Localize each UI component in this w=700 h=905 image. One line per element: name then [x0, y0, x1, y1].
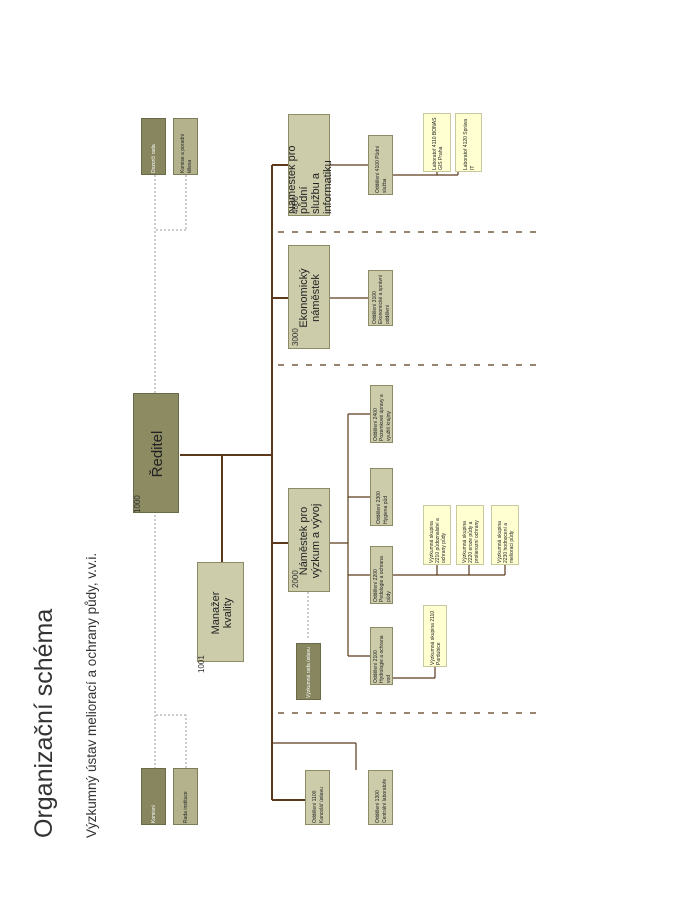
label-quality-1: Manažer	[209, 591, 222, 635]
label-kontrolni: Komisní	[151, 804, 158, 823]
box-director: Ředitel	[133, 393, 179, 513]
box-unit-2210: Výzkumná skupina 2210 půdoznalství a och…	[423, 505, 451, 565]
box-unit-4110: Laboratoř 4110 BONAS GIS Praha	[423, 113, 451, 172]
label-unit-2220: Výzkumná skupina 2220 eroze půdy a proti…	[461, 520, 481, 563]
number-deputy-3000: 3000	[291, 328, 300, 346]
label-dept-2100: Oddělení 2100 Hydrologie a ochrana vod	[373, 635, 392, 683]
box-deputy-4000: Náměstek pro půdní službu a informatiku	[288, 114, 331, 216]
label-council: Výzkumná rada ústavu	[306, 647, 313, 698]
label-unit-2210: Výzkumná skupina 2210 půdoznalství a och…	[428, 518, 448, 563]
label-unit-4110: Laboratoř 4110 BONAS GIS Praha	[431, 117, 444, 170]
box-unit-2110: Výzkumná skupina 2110 Pardubice	[423, 605, 447, 667]
label-dept-1100: Oddělení 1100 Kancelář ústavu	[312, 787, 325, 823]
box-rada-instituce: Rada instituce	[173, 768, 198, 825]
box-dozorci-rada: Dozorčí rada	[141, 118, 166, 175]
number-quality: 1001	[197, 655, 206, 673]
box-quality-manager: Manažer kvality	[197, 562, 244, 662]
label-deputy-2000-2: výzkum a vývoj	[310, 503, 322, 579]
label-deputy-3000-2: náměstek	[310, 274, 322, 322]
label-director: Ředitel	[148, 430, 166, 478]
number-director: 1000	[133, 495, 142, 513]
box-dept-4100: Oddělení 4100 Půdní služba	[368, 135, 393, 195]
label-unit-2110: Výzkumná skupina 2110 Pardubice	[429, 610, 442, 665]
box-komise: Komise a poradní tělesa	[173, 118, 198, 175]
label-unit-2230: Výzkumná skupina 2230 hodnocení a melior…	[496, 521, 516, 563]
label-dept-2200: Oddělení 2200 Pedologie a ochrana půdy	[373, 556, 392, 602]
box-unit-4120: Laboratoř 4120 Správa IT	[455, 113, 482, 172]
label-deputy-4000-2: službu a informatiku	[310, 160, 331, 214]
box-deputy-2000: Náměstek pro výzkum a vývoj	[288, 488, 330, 592]
label-rada-instituce: Rada instituce	[183, 791, 190, 823]
label-dept-1300: Oddělení 1300 Centrální laboratoře	[375, 778, 388, 823]
box-council: Výzkumná rada ústavu	[296, 643, 321, 700]
label-dept-2300: Oddělení 2300 Hygiena půd	[376, 491, 389, 524]
box-dept-2200: Oddělení 2200 Pedologie a ochrana půdy	[370, 546, 393, 604]
box-dept-1100: Oddělení 1100 Kancelář ústavu	[305, 770, 330, 825]
box-dept-2400: Oddělení 2400 Pozemkové úpravy a využití…	[370, 385, 393, 443]
label-komise: Komise a poradní tělesa	[180, 133, 193, 173]
box-unit-2220: Výzkumná skupina 2220 eroze půdy a proti…	[456, 505, 484, 565]
box-dept-2300: Oddělení 2300 Hygiena půd	[370, 468, 393, 526]
label-dept-2400: Oddělení 2400 Pozemkové úpravy a využití…	[373, 394, 392, 441]
label-dept-4100: Oddělení 4100 Půdní služba	[375, 145, 388, 193]
label-quality-2: kvality	[221, 597, 234, 629]
box-dept-3100: Oddělení 3100 Ekonomické a správní odděl…	[368, 270, 393, 326]
number-deputy-4000: 4000	[291, 196, 300, 214]
box-dept-2100: Oddělení 2100 Hydrologie a ochrana vod	[370, 627, 393, 685]
box-kontrolni: Komisní	[141, 768, 166, 825]
label-unit-4120: Laboratoř 4120 Správa IT	[463, 118, 476, 170]
label-deputy-2000-1: Náměstek pro	[298, 506, 310, 576]
box-unit-2230: Výzkumná skupina 2230 hodnocení a melior…	[491, 505, 519, 565]
label-deputy-3000-1: Ekonomický	[298, 268, 310, 328]
number-deputy-2000: 2000	[291, 570, 300, 588]
label-dept-3100: Oddělení 3100 Ekonomické a správní odděl…	[372, 274, 391, 324]
box-deputy-3000: Ekonomický náměstek	[288, 245, 330, 349]
label-dozorci-rada: Dozorčí rada	[151, 144, 158, 173]
box-dept-1300: Oddělení 1300 Centrální laboratoře	[368, 770, 393, 825]
